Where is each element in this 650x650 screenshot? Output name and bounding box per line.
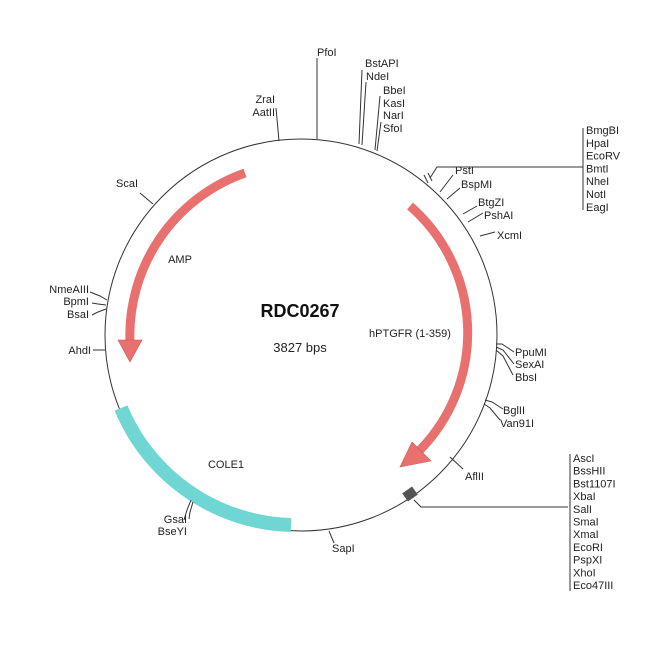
plasmid-name: RDC0267	[260, 301, 339, 321]
site-lines-left	[89, 192, 335, 544]
site-label[interactable]: BsaI	[67, 309, 89, 321]
site-label[interactable]: ZraI	[255, 94, 275, 106]
site-label[interactable]: KasI	[383, 98, 405, 110]
site-label[interactable]: BtgZI	[478, 197, 504, 209]
site-label[interactable]: XbaI	[573, 491, 596, 503]
hptgfr-feature[interactable]	[399, 202, 473, 468]
site-label[interactable]: NdeI	[366, 71, 389, 83]
site-label[interactable]: BpmI	[63, 296, 89, 308]
site-label[interactable]: Eco47III	[573, 580, 613, 592]
amp-arrow-body	[125, 168, 247, 343]
site-label[interactable]: NmeAIII	[49, 284, 89, 296]
site-label[interactable]: Bst1107I	[573, 478, 616, 490]
site-label[interactable]: PpuMI	[515, 347, 547, 359]
site-label[interactable]: HpaI	[586, 138, 609, 150]
mcs2-marker	[402, 454, 571, 591]
site-label[interactable]: PshAI	[484, 210, 513, 222]
site-label[interactable]: EagI	[586, 202, 609, 214]
site-label[interactable]: EcoRI	[573, 542, 603, 554]
site-label[interactable]: ScaI	[116, 178, 138, 190]
site-label[interactable]: BglII	[503, 405, 525, 417]
site-label[interactable]: BmtI	[586, 163, 609, 175]
cole1-feature[interactable]	[114, 405, 292, 532]
site-label[interactable]: AscI	[573, 453, 594, 465]
site-label[interactable]: NheI	[586, 176, 609, 188]
amp-label: AMP	[168, 254, 192, 266]
amp-feature[interactable]	[117, 168, 247, 363]
site-label[interactable]: BmgBI	[586, 125, 619, 137]
site-label[interactable]: AatII	[252, 107, 275, 119]
site-label[interactable]: EcoRV	[586, 151, 621, 163]
plasmid-size: 3827 bps	[273, 340, 327, 355]
amp-arrow-head	[117, 339, 143, 363]
site-label[interactable]: SexAI	[515, 359, 544, 371]
site-label[interactable]: BseYI	[158, 526, 187, 538]
site-label[interactable]: BstAPI	[365, 58, 399, 70]
site-label[interactable]: XmaI	[573, 529, 599, 541]
site-label[interactable]: SalI	[573, 504, 592, 516]
site-label[interactable]: Van91I	[500, 418, 534, 430]
site-label[interactable]: GsaI	[164, 514, 187, 526]
site-label[interactable]: AflII	[465, 471, 484, 483]
site-label[interactable]: BspMI	[461, 179, 492, 191]
site-label[interactable]: SfoI	[383, 123, 403, 135]
site-label[interactable]: BssHII	[573, 466, 605, 478]
site-label[interactable]: PstI	[455, 165, 474, 177]
hptgfr-label: hPTGFR (1-359)	[369, 328, 451, 340]
site-label[interactable]: XhoI	[573, 567, 596, 579]
site-label[interactable]: PfoI	[317, 47, 337, 59]
hptgfr-arrow-head	[399, 441, 432, 468]
site-label[interactable]: AhdI	[68, 345, 91, 357]
site-label[interactable]: SmaI	[573, 517, 599, 529]
site-lines-right	[439, 174, 515, 470]
backbone-circle	[104, 138, 498, 532]
site-label[interactable]: NotI	[586, 189, 606, 201]
site-label[interactable]: BbeI	[383, 85, 406, 97]
mcs1-marker	[423, 128, 584, 210]
hptgfr-arrow-body	[407, 202, 473, 454]
site-label[interactable]: BbsI	[515, 372, 537, 384]
cole1-label: COLE1	[208, 459, 244, 471]
site-lines-top	[275, 58, 382, 152]
site-label[interactable]: XcmI	[497, 230, 522, 242]
site-label[interactable]: SapI	[332, 543, 355, 555]
site-label[interactable]: PspXI	[573, 555, 602, 567]
site-label[interactable]: NarI	[383, 110, 404, 122]
